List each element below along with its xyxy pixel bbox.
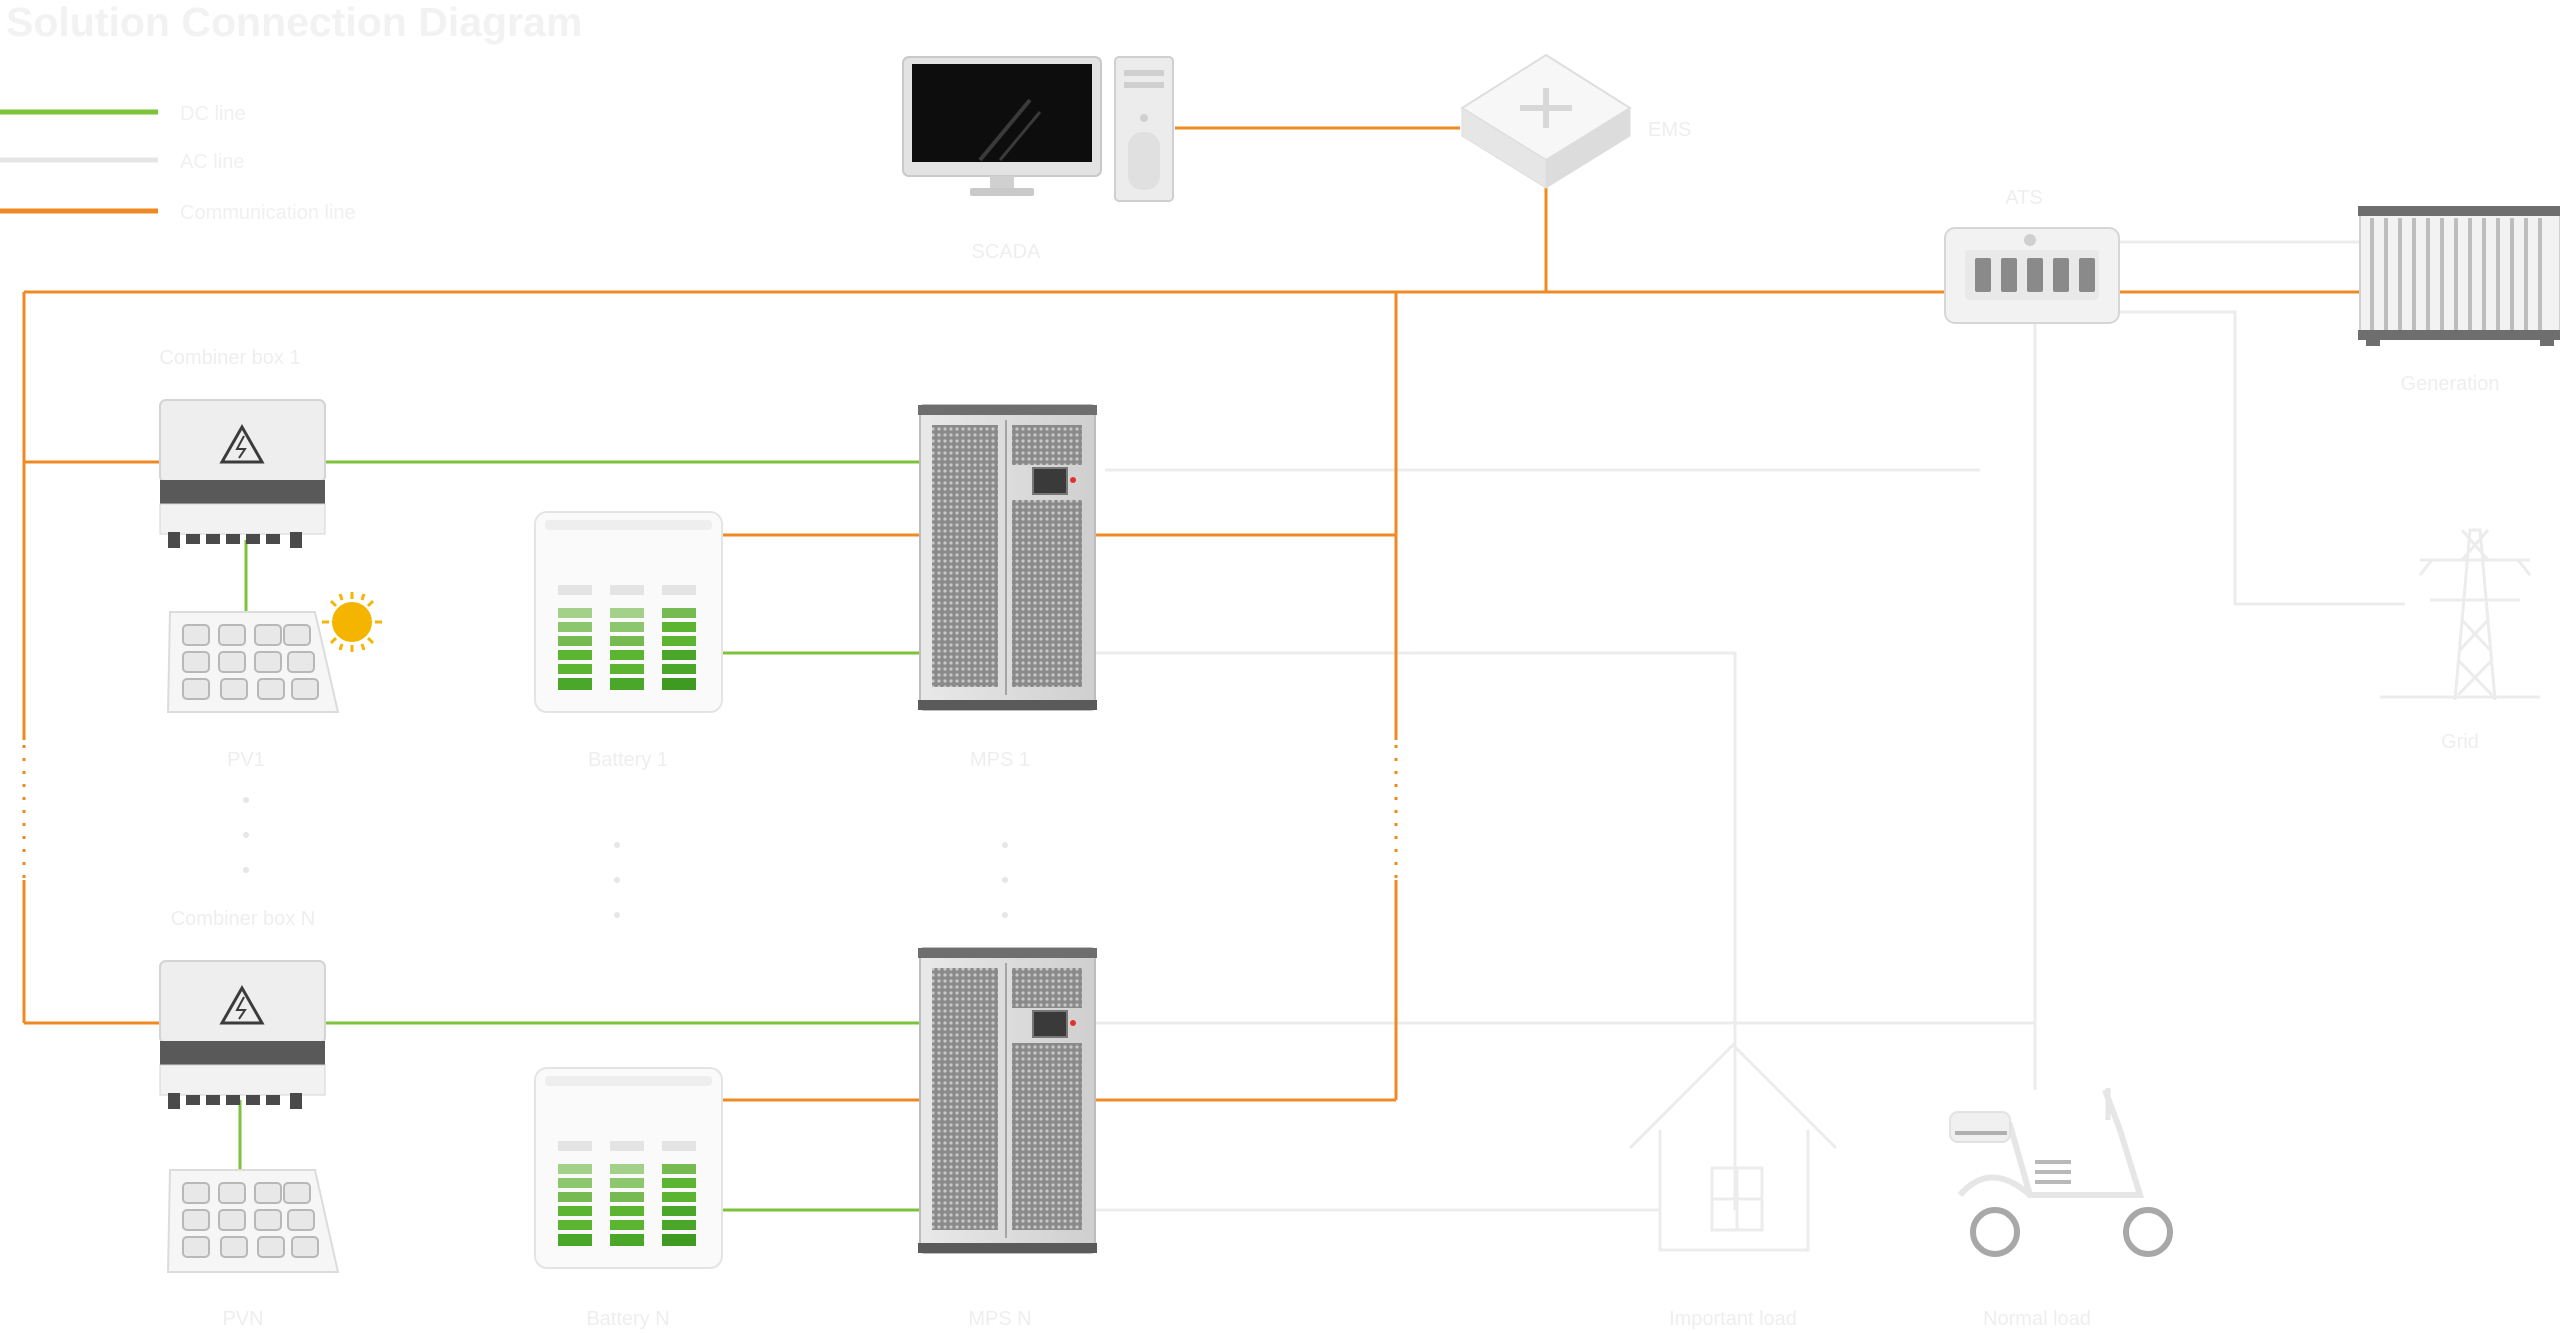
combiner-n-label: Combiner box N: [171, 908, 316, 930]
communication-ellipsis: [22, 745, 1398, 878]
mps-1: MPS 1: [918, 404, 1097, 771]
transmission-tower-icon: [2380, 528, 2540, 701]
scada-label: SCADA: [972, 241, 1042, 263]
ems-label: EMS: [1648, 119, 1691, 141]
dc-lines: [238, 460, 922, 1212]
battery-1: Battery 1: [534, 511, 723, 771]
combiner-box-icon: [159, 399, 326, 548]
ats-switch-icon: [1944, 227, 2120, 324]
battery-1-label: Battery 1: [588, 749, 668, 771]
solar-panel-icon: [166, 611, 340, 713]
battery-cabinet-icon: [534, 511, 723, 713]
mps-cabinet-icon: [918, 947, 1097, 1254]
house-icon: [1628, 1042, 1838, 1252]
sun-icon: [322, 592, 382, 652]
legend-comm-label: Communication line: [180, 202, 356, 224]
mps-1-label: MPS 1: [970, 749, 1030, 771]
battery-n: Battery N: [534, 1067, 723, 1330]
combiner-1-label: Combiner box 1: [159, 347, 300, 369]
generation: Generation: [2358, 206, 2560, 395]
warning-icon: [219, 423, 265, 464]
combiner-box-n: Combiner box N: [159, 908, 326, 1109]
ats-label: ATS: [2005, 187, 2042, 209]
normal-load-label: Normal load: [1983, 1308, 2091, 1330]
warning-icon: [219, 984, 265, 1025]
ats: ATS: [1944, 187, 2120, 324]
monitor-icon: [902, 56, 1102, 196]
mps-n-label: MPS N: [968, 1308, 1031, 1330]
grid: Grid: [2380, 528, 2540, 753]
generator-icon: [2358, 206, 2560, 346]
computer-tower-icon: [1114, 56, 1174, 202]
battery-cells: [558, 585, 696, 690]
mps-n: MPS N: [918, 947, 1097, 1330]
important-load-label: Important load: [1669, 1308, 1797, 1330]
diagram-title: Solution Connection Diagram: [6, 0, 582, 45]
pv-n-label: PVN: [222, 1308, 263, 1330]
normal-load: Normal load: [1949, 1088, 2173, 1330]
pv-n: PVN: [166, 1169, 340, 1330]
grid-label: Grid: [2441, 731, 2479, 753]
pv-1-label: PV1: [227, 749, 265, 771]
legend-dc-label: DC line: [180, 103, 246, 125]
battery-cabinet-icon: [534, 1067, 723, 1269]
ems: EMS: [1460, 53, 1691, 189]
battery-n-label: Battery N: [586, 1308, 669, 1330]
mps-cabinet-icon: [918, 404, 1097, 711]
solar-panel-icon: [166, 1169, 340, 1273]
generation-label: Generation: [2401, 373, 2500, 395]
battery-cells: [558, 1141, 696, 1246]
network-switch-icon: [1460, 53, 1632, 189]
combiner-box-icon: [159, 960, 326, 1109]
combiner-box-1: Combiner box 1: [159, 347, 326, 548]
scada: SCADA: [902, 56, 1174, 263]
ac-lines: [1095, 240, 2405, 1212]
legend: DC line AC line Communication line: [0, 103, 356, 224]
legend-ac-label: AC line: [180, 151, 244, 173]
communication-lines: [22, 126, 2360, 1102]
ellipsis-dots: [243, 797, 1008, 918]
pv-1: PV1: [166, 592, 382, 771]
important-load: Important load: [1628, 1042, 1838, 1330]
scooter-icon: [1949, 1088, 2173, 1257]
